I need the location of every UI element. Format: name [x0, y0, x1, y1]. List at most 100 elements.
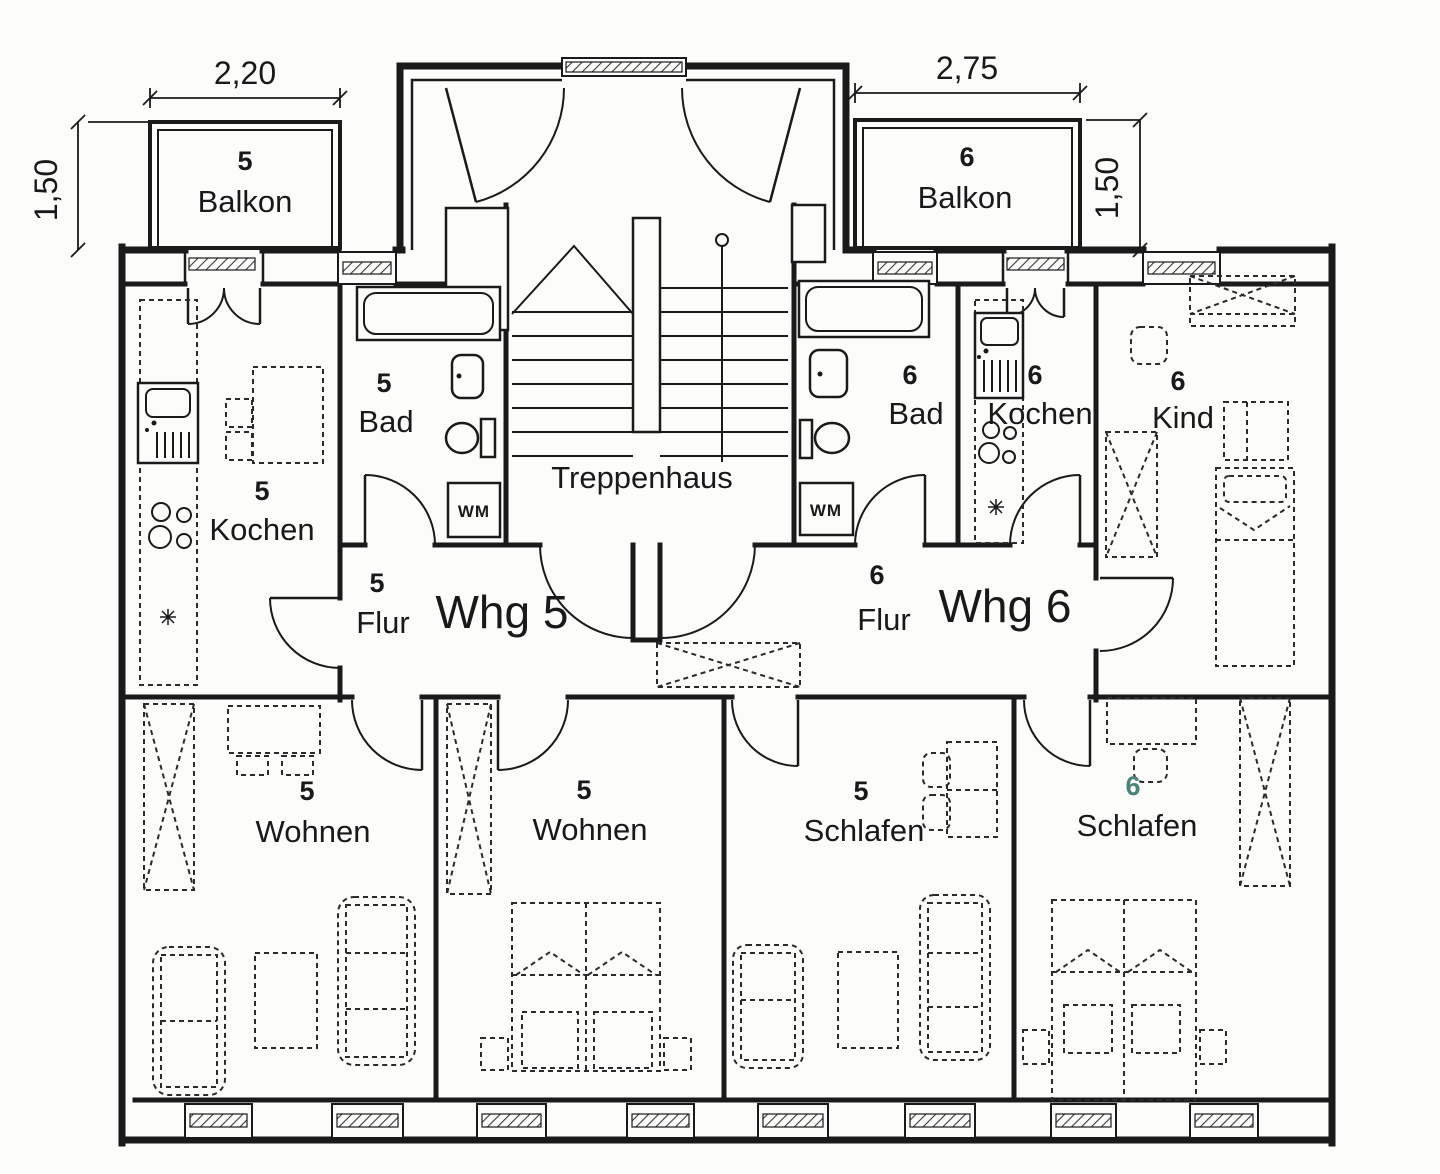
- window-sill: [1147, 261, 1216, 275]
- dimension-label: 2,75: [936, 50, 998, 86]
- balcony-railing-inner: [862, 127, 1073, 249]
- faucet-dot: [983, 348, 989, 354]
- entry-door-swing-left: [444, 87, 565, 203]
- room-name-label: Balkon: [918, 180, 1013, 215]
- window-bad5: [337, 251, 397, 285]
- room-flur5: 5 Flur Whg 5: [356, 568, 568, 640]
- table-symbol: [227, 705, 321, 754]
- stair-spine-wall: [631, 216, 662, 434]
- chimney-shaft: [656, 642, 801, 688]
- room-balkon5: 5 Balkon: [148, 120, 342, 250]
- faucet-dot: [151, 420, 157, 426]
- dimension-label: 2,20: [214, 55, 276, 91]
- shaft-right: [790, 203, 827, 264]
- dimension-balkon6-depth: 1,50: [1086, 112, 1148, 258]
- room-unit-label: 6: [1170, 366, 1185, 396]
- door-sill: [1006, 257, 1065, 271]
- room-kochen5: 5 Kochen: [136, 299, 324, 686]
- bed-symbol: [1189, 275, 1296, 327]
- dishwasher-hatch: [983, 360, 1017, 392]
- room-name-label: Kochen: [987, 396, 1092, 431]
- bathtub-inner: [805, 286, 923, 332]
- room-unit-label: 5: [254, 476, 269, 506]
- room-name-label: Flur: [356, 605, 409, 640]
- balcony-railing-inner: [157, 129, 333, 249]
- dimension-balkon5-depth: 1,50: [28, 114, 148, 258]
- toilet-tank: [479, 417, 497, 459]
- desk-symbol: [1223, 401, 1289, 461]
- wardrobe-symbol: [446, 703, 492, 895]
- dimension-balkon6-width: 2,75: [847, 50, 1088, 103]
- chair-symbol: [236, 755, 269, 776]
- room-unit-label: 5: [299, 776, 314, 806]
- faucet-dot: [977, 355, 981, 359]
- window: [184, 1103, 253, 1139]
- sofa-symbol: [337, 896, 416, 1066]
- bathtub-symbol: [355, 285, 502, 342]
- stove-symbol: [148, 502, 192, 549]
- window-sill: [877, 261, 933, 275]
- door-wohnen5a: [351, 699, 424, 771]
- room-name-label: Schlafen: [1077, 808, 1198, 843]
- room-unit-label: 6: [959, 142, 974, 172]
- room-schlafen6: 6 Schlafen: [1022, 697, 1291, 1101]
- room-treppenhaus: Treppenhaus: [511, 216, 788, 495]
- washing-machine-label: WM: [810, 501, 842, 520]
- apartment-label: Whg 5: [436, 586, 569, 638]
- bathtub-symbol: [797, 279, 931, 339]
- bottom-windows: [184, 1103, 1259, 1139]
- window: [1189, 1103, 1259, 1139]
- faucet-dot: [456, 373, 462, 379]
- window: [476, 1103, 547, 1139]
- room-name-label: Kochen: [209, 512, 314, 547]
- window: [626, 1103, 695, 1139]
- window-bad6: [872, 251, 938, 285]
- stair-handrail-post: [715, 233, 729, 247]
- room-kochen6: 6 Kochen: [973, 299, 1093, 544]
- bay-inner-wall: [410, 78, 836, 250]
- sink-symbol: [808, 348, 849, 399]
- room-unit-label: 6: [1027, 360, 1042, 390]
- sofa-symbol: [152, 946, 226, 1096]
- sink-symbol: [450, 353, 485, 400]
- stove-symbol: [978, 421, 1017, 464]
- room-unit-label: 5: [853, 776, 868, 806]
- door-whg6-entry: [659, 544, 756, 640]
- stair-break-line: [511, 244, 634, 315]
- chair-symbol: [922, 752, 951, 788]
- window: [331, 1103, 404, 1139]
- chair-symbol: [281, 755, 314, 776]
- door-kind6: [1099, 576, 1174, 652]
- door-bad5: [363, 474, 436, 546]
- desk-symbol: [922, 741, 998, 838]
- sink-symbol: [980, 317, 1019, 346]
- nightstand-symbol: [480, 1037, 509, 1071]
- double-bed-symbol: [1022, 899, 1227, 1101]
- toilet-symbol: [813, 421, 851, 455]
- room-unit-label: 6: [902, 360, 917, 390]
- room-name-label: Schlafen: [804, 813, 925, 848]
- window: [757, 1103, 829, 1139]
- door-whg5-entry: [539, 544, 634, 639]
- chair-symbol: [225, 398, 253, 428]
- balcony-railing: [148, 120, 342, 250]
- apartment-label: Whg 6: [939, 580, 1072, 632]
- balcony5-door: [183, 250, 265, 325]
- room-name-label: Bad: [888, 396, 943, 431]
- bed-symbol: [1215, 467, 1295, 667]
- chair-symbol: [1130, 326, 1168, 365]
- window-kind6: [1142, 251, 1221, 285]
- room-name-label: Wohnen: [256, 814, 371, 849]
- dimension-label: 1,50: [28, 159, 64, 221]
- wardrobe-symbol: [1239, 697, 1291, 887]
- room-schlafen5: 5 Schlafen: [732, 741, 998, 1069]
- room-name-label: Flur: [857, 602, 910, 637]
- room-unit-label: 5: [237, 146, 252, 176]
- sink-symbol: [145, 388, 191, 418]
- room-unit-label: 5: [576, 775, 591, 805]
- room-kind6: 6 Kind: [1105, 275, 1296, 667]
- dimension-balkon5-width: 2,20: [142, 55, 348, 108]
- room-wohnen5a: 5 Wohnen: [143, 703, 416, 1096]
